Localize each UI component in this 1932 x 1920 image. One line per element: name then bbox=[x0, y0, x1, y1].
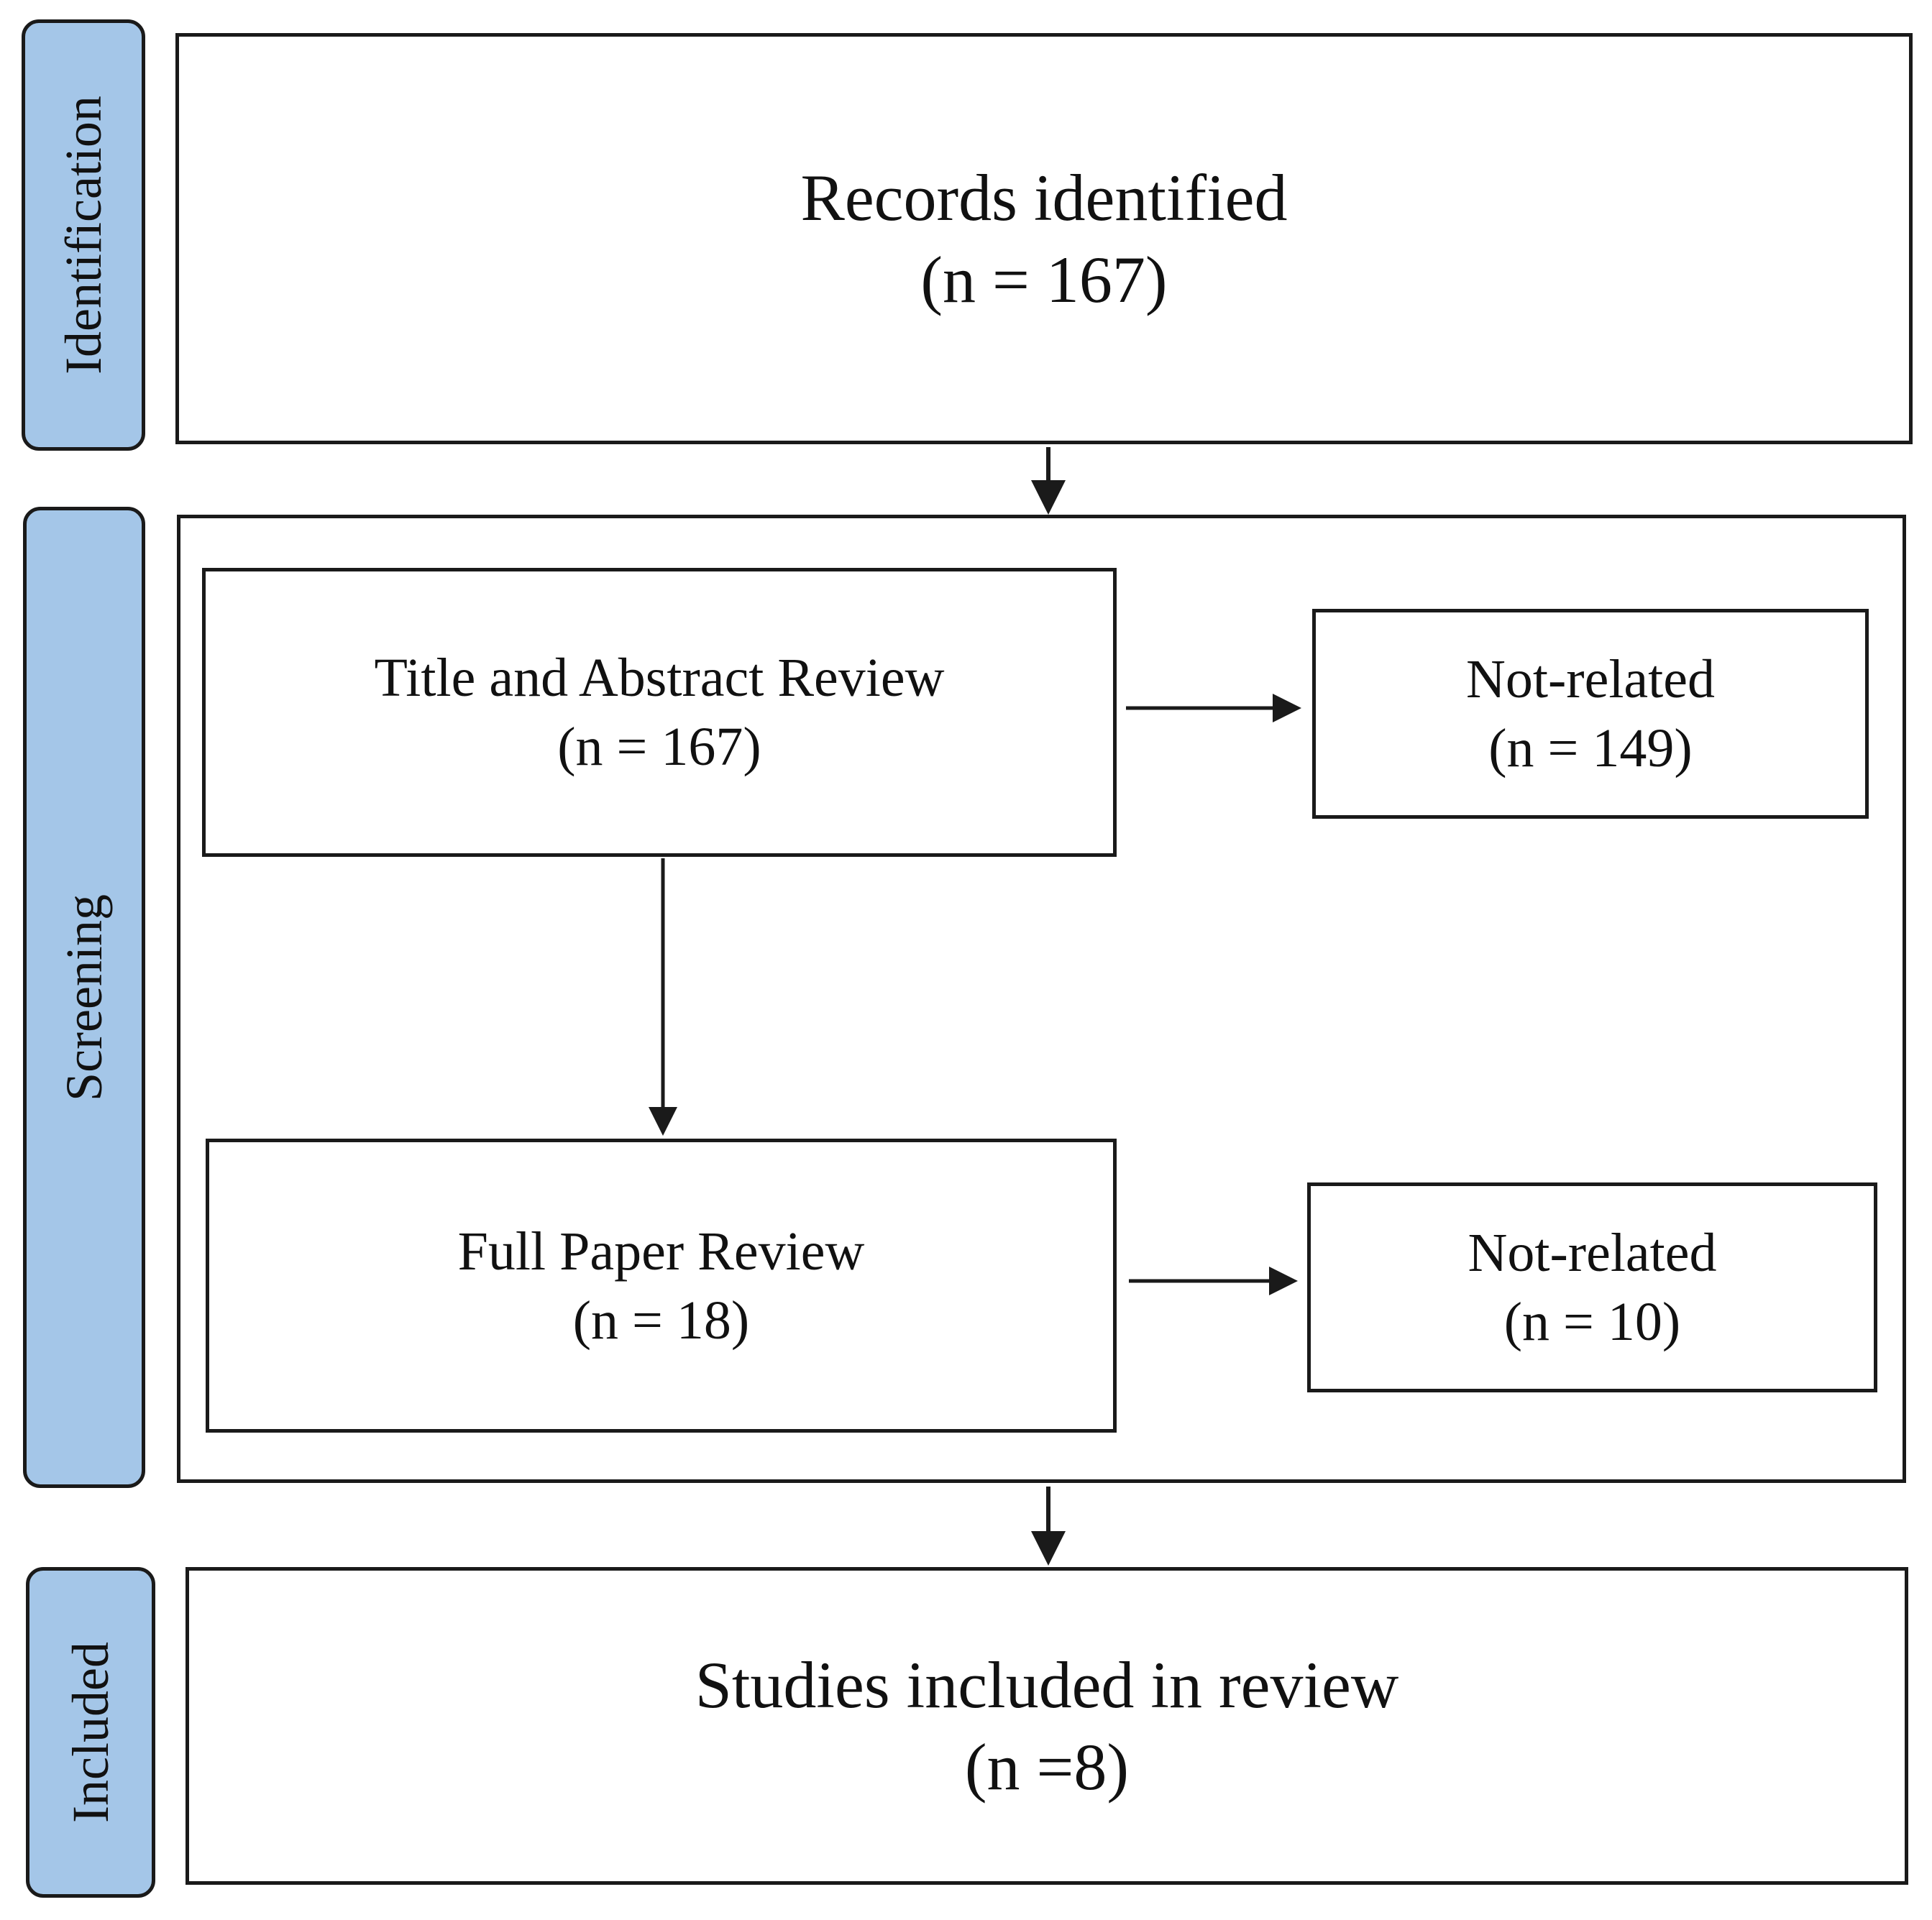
node-count: (n = 149) bbox=[1488, 718, 1693, 778]
node-count: (n =8) bbox=[964, 1730, 1130, 1804]
node-full-paper-review: Full Paper Review (n = 18) bbox=[206, 1139, 1117, 1433]
node-title: Not-related bbox=[1465, 649, 1716, 709]
node-count: (n = 167) bbox=[557, 717, 761, 777]
node-count: (n = 167) bbox=[920, 243, 1168, 316]
node-studies-included: Studies included in review (n =8) bbox=[186, 1567, 1908, 1885]
node-title: Full Paper Review bbox=[457, 1221, 865, 1282]
node-title: Studies included in review bbox=[695, 1648, 1399, 1722]
node-records-identified: Records identified (n = 167) bbox=[175, 33, 1913, 444]
node-not-related-2: Not-related (n = 10) bbox=[1307, 1182, 1877, 1392]
node-title: Title and Abstract Review bbox=[374, 648, 945, 708]
stage-label-identification: Identification bbox=[55, 96, 112, 375]
node-count: (n = 18) bbox=[572, 1290, 750, 1351]
node-count: (n = 10) bbox=[1503, 1292, 1681, 1352]
stage-screening: Screening bbox=[23, 507, 145, 1488]
stage-included: Included bbox=[26, 1567, 155, 1898]
stage-label-included: Included bbox=[62, 1642, 119, 1823]
node-not-related-1: Not-related (n = 149) bbox=[1312, 609, 1869, 819]
node-title: Records identified bbox=[800, 161, 1288, 234]
stage-identification: Identification bbox=[22, 19, 145, 451]
node-title-abstract-review: Title and Abstract Review (n = 167) bbox=[202, 568, 1117, 857]
node-title: Not-related bbox=[1468, 1223, 1717, 1283]
stage-label-screening: Screening bbox=[55, 894, 113, 1101]
